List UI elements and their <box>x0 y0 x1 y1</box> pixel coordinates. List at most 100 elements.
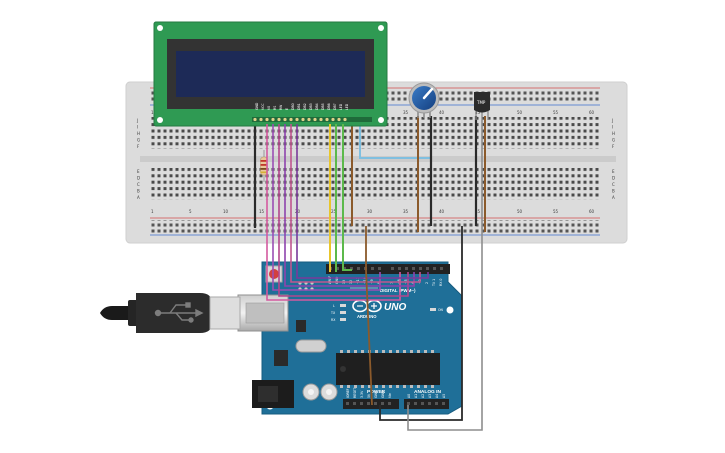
digital-pin-label: 8 <box>377 282 381 284</box>
analog-pin-label: A3 <box>428 394 432 398</box>
power-pin-labels: IOREF RESET 3.3V 5V GND GND Vin <box>346 388 392 398</box>
microcontroller-chip <box>336 350 440 388</box>
digital-label: DIGITAL (PWM~) <box>380 288 416 293</box>
signal-wires <box>266 120 483 431</box>
reset-button-cap <box>269 269 279 279</box>
lcd-display[interactable]: GND VCC V0 RS RW E DB0 DB1 DB2 DB3 DB4 D… <box>153 21 388 127</box>
rx-led-label: RX <box>331 318 336 322</box>
on-led-label: ON <box>438 308 444 312</box>
analog-in-label: ANALOG IN <box>414 389 441 395</box>
column-number: 60 <box>589 110 595 115</box>
row-letter: A <box>612 195 615 200</box>
wire-pink[interactable] <box>266 124 401 301</box>
lcd-pin-label: RW <box>279 104 283 110</box>
lcd-pin-labels: GND VCC V0 RS RW E DB0 DB1 DB2 DB3 DB4 D… <box>255 102 349 110</box>
tx-led-label: TX <box>330 311 336 315</box>
arduino-brand-text: ARDUINO <box>357 314 377 319</box>
column-number: 1 <box>151 110 154 115</box>
column-number: 30 <box>367 209 373 214</box>
tx-led <box>340 311 346 314</box>
wire-magenta[interactable] <box>278 124 409 297</box>
row-letter: I <box>137 125 138 130</box>
column-number: 15 <box>259 209 265 214</box>
crystal-oscillator <box>295 339 327 353</box>
wire-brown[interactable] <box>365 226 373 406</box>
lcd-pin-label: DB7 <box>333 103 337 110</box>
row-letter: J <box>136 118 138 123</box>
wire-purple[interactable] <box>284 124 415 287</box>
lcd-mount-hole <box>157 117 163 123</box>
l-led <box>340 304 346 307</box>
power-pin-label: 3.3V <box>360 390 364 398</box>
column-number: 50 <box>517 110 523 115</box>
analog-pin-label: A0 <box>407 394 411 398</box>
wire-pink[interactable] <box>290 124 421 283</box>
column-number: 55 <box>553 110 559 115</box>
lcd-pin-label: DB4 <box>315 103 319 110</box>
column-number: 5 <box>189 209 192 214</box>
wire-purple[interactable] <box>296 124 429 279</box>
row-letter: D <box>612 176 615 181</box>
usb-cable[interactable] <box>100 293 241 333</box>
wire-gray[interactable] <box>407 120 483 431</box>
power-pin-label: GND <box>381 390 385 398</box>
temperature-sensor[interactable]: TMP <box>474 92 490 120</box>
column-number: 45 <box>475 110 481 115</box>
row-letter: G <box>612 138 615 143</box>
power-pin-label: RESET <box>353 388 357 398</box>
breadboard-wires <box>253 116 486 232</box>
wire-green[interactable] <box>342 124 352 271</box>
power-header-pins <box>346 402 391 405</box>
lcd-pin-label: RS <box>273 106 277 110</box>
small-chip <box>296 320 306 332</box>
mount-hole <box>446 306 454 314</box>
digital-header <box>326 264 450 274</box>
lcd-pin-label: V0 <box>267 106 271 110</box>
digital-pin-label: ~10 <box>363 277 367 284</box>
resistor[interactable] <box>260 150 268 182</box>
usb-icon <box>154 302 204 323</box>
row-letter: F <box>612 144 615 149</box>
column-number: 40 <box>439 209 445 214</box>
row-letter: D <box>137 176 140 181</box>
analog-header <box>404 399 449 409</box>
l-led-label: L <box>333 304 335 308</box>
lcd-mount-hole <box>157 25 163 31</box>
power-pin-label: GND <box>374 390 378 398</box>
column-number: 1 <box>151 209 154 214</box>
digital-pin-label: AREF <box>328 276 332 284</box>
wire-purple[interactable] <box>272 124 381 291</box>
terminal-strip-bottom <box>150 168 600 200</box>
analog-pin-label: A5 <box>442 394 446 398</box>
lcd-pin-label: VCC <box>261 103 265 110</box>
voltage-regulator <box>274 350 288 366</box>
arduino-uno[interactable]: AREF GND 13 12 ~11 ~10 ~9 8 7 ~6 ~5 4 ~3… <box>237 261 463 415</box>
row-letter: G <box>137 138 140 143</box>
lcd-mount-hole <box>378 117 384 123</box>
power-rail-bottom <box>150 220 600 233</box>
power-label: POWER <box>367 389 386 395</box>
row-letter: I <box>612 125 613 130</box>
on-led <box>430 308 436 311</box>
lcd-pin-label: GND <box>255 102 259 110</box>
column-number: 35 <box>403 110 409 115</box>
digital-pin-label: ~11 <box>356 277 360 284</box>
lcd-pin-label: DB1 <box>297 103 301 110</box>
row-letter: E <box>137 169 140 174</box>
lcd-pin-label: DB0 <box>291 103 295 110</box>
digital-pin-label: 4 <box>411 282 415 284</box>
column-number: 40 <box>439 110 445 115</box>
row-letter: J <box>611 118 613 123</box>
lcd-pin-label: DB2 <box>303 103 307 110</box>
wire-black[interactable] <box>379 226 463 421</box>
analog-header-pins <box>407 402 445 405</box>
row-letters-right: J I H G F E D C B A <box>611 118 615 200</box>
row-letters-left: J I H G F E D C B A <box>136 118 140 200</box>
row-letter: B <box>612 189 615 194</box>
digital-pin-label: GND <box>335 276 339 284</box>
potentiometer-knob-indicator <box>422 87 434 100</box>
power-header <box>343 399 399 409</box>
rx-led <box>340 318 346 321</box>
potentiometer[interactable] <box>408 82 440 118</box>
column-number: 50 <box>517 209 523 214</box>
